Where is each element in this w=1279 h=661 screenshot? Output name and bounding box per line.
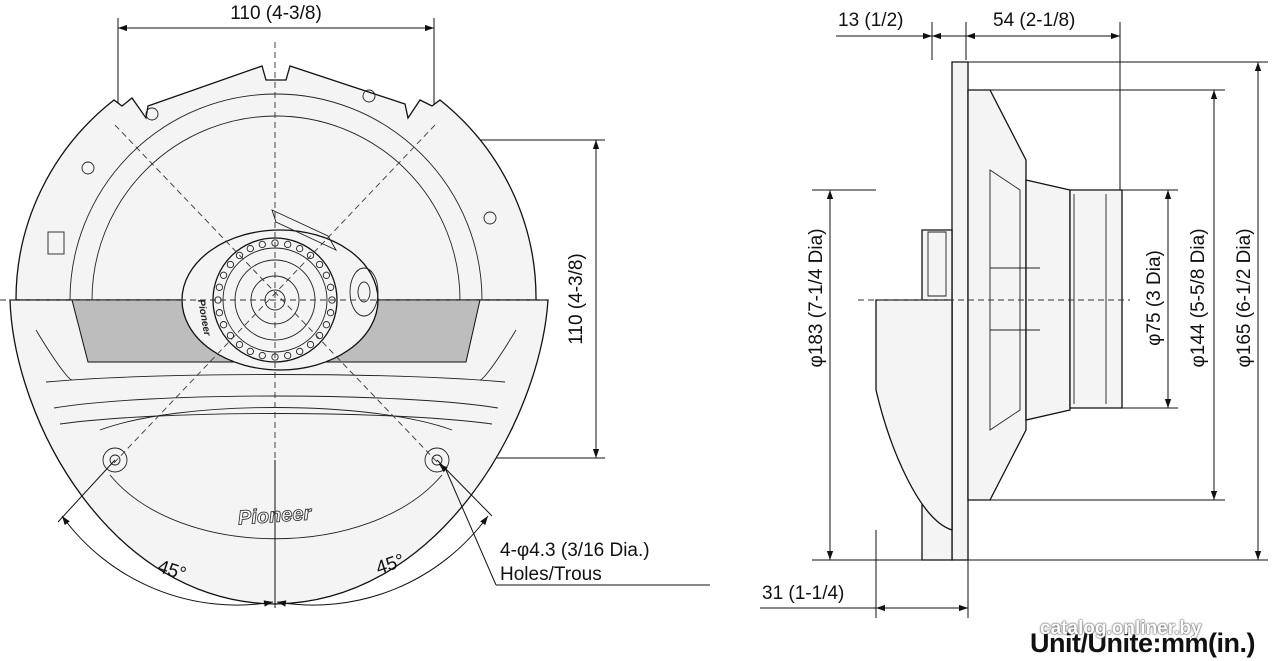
flange-depth: 13 (1/2) xyxy=(838,10,903,31)
ring-hole xyxy=(219,321,228,329)
ring-hole xyxy=(215,283,224,291)
holes-label: Holes/Trous xyxy=(500,564,602,585)
ring-hole xyxy=(284,240,292,249)
ring-hole xyxy=(322,321,331,329)
ring-holes xyxy=(214,239,336,361)
ring-hole xyxy=(322,271,331,279)
ring-hole xyxy=(326,283,335,291)
mount-depth: 54 (2-1/8) xyxy=(993,10,1075,31)
ring-hole xyxy=(296,347,304,356)
ring-hole xyxy=(326,309,335,317)
ring-hole xyxy=(235,251,244,260)
ring-hole xyxy=(284,351,292,360)
dia-144: φ144 (5-5/8 Dia) xyxy=(1188,228,1209,367)
dia-183: φ183 (7-1/4 Dia) xyxy=(806,228,827,367)
dia-165: φ165 (6-1/2 Dia) xyxy=(1234,228,1255,367)
ring-hole xyxy=(315,260,324,269)
ring-hole xyxy=(306,340,315,349)
ring-hole xyxy=(226,260,235,269)
holes-spec: 4-φ4.3 (3/16 Dia.) xyxy=(500,540,650,561)
bottom-depth: 31 (1-1/4) xyxy=(762,583,844,604)
ring-hole xyxy=(258,351,266,360)
watermark: catalog.onliner.by xyxy=(1040,618,1202,639)
dia-75: φ75 (3 Dia) xyxy=(1144,250,1165,346)
ring-hole xyxy=(246,244,254,253)
ring-hole xyxy=(296,244,304,253)
side-view: 13 (1/2) 54 (2-1/8) φ183 (7-1/4 Dia) φ75… xyxy=(760,10,1268,618)
ring-hole xyxy=(226,331,235,340)
ring-hole xyxy=(219,271,228,279)
unit-label: Unit/Unite:mm(in.) xyxy=(1030,628,1255,658)
front-width-dimension: 110 (4-3/8) xyxy=(230,3,322,24)
ring-hole xyxy=(246,347,254,356)
ring-hole xyxy=(258,240,266,249)
front-view: 110 (4-3/8) 110 (4-3/8) xyxy=(0,3,710,608)
front-height-dimension: 110 (4-3/8) xyxy=(566,253,587,345)
ring-hole xyxy=(306,251,315,260)
ring-hole xyxy=(235,340,244,349)
speaker-frame-upper xyxy=(15,65,537,301)
ring-hole xyxy=(215,309,224,317)
